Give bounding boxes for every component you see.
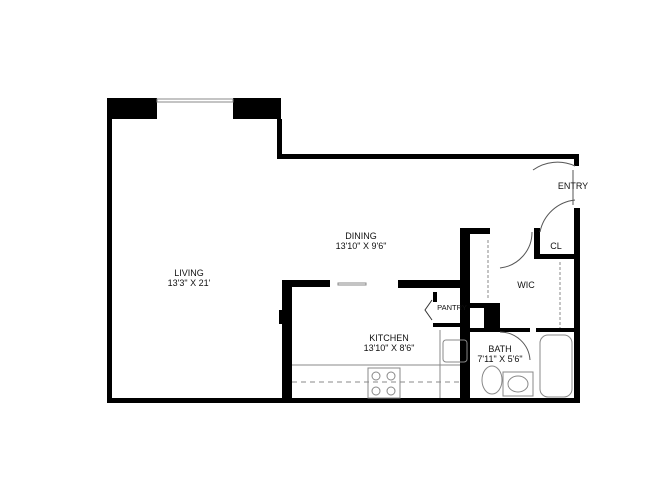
wall-top	[277, 154, 579, 159]
room-size: 13'3" X 21'	[167, 278, 211, 288]
wic-door-swing	[499, 231, 533, 269]
wall-tub-top	[536, 328, 576, 332]
wall-right	[574, 208, 580, 403]
room-dining: DINING 13'10" X 9'6"	[336, 231, 387, 251]
wall-kitchen-top-left	[282, 280, 330, 287]
wall-entry-stub	[574, 154, 579, 166]
pantry-stub	[433, 292, 437, 302]
room-living: LIVING 13'3" X 21'	[168, 268, 211, 288]
bath-door-swing	[499, 331, 531, 361]
wall-cl-left	[534, 228, 540, 258]
toilet	[481, 365, 503, 395]
room-entry: ENTRY	[557, 181, 589, 191]
wall-bath-divider	[470, 328, 530, 332]
pantry-door	[424, 299, 433, 321]
kitchen-sink	[442, 339, 468, 363]
window	[156, 98, 234, 103]
vanity	[502, 371, 534, 397]
fixtures	[156, 98, 576, 399]
wall-bath-top	[470, 303, 500, 308]
wall-kitchen-top-right	[398, 280, 470, 288]
room-kitchen: KITCHEN 13'10" X 8'6"	[364, 333, 415, 353]
bathtub	[539, 334, 573, 398]
room-name: DINING	[345, 231, 377, 241]
wall-pantry	[460, 228, 470, 400]
wall-left	[107, 119, 112, 403]
room-wic: WIC	[517, 280, 535, 290]
entry-door-swing	[532, 161, 576, 171]
wall-cl-bottom	[534, 254, 576, 259]
column	[279, 310, 292, 324]
bath-sink	[507, 375, 529, 393]
stove	[367, 367, 401, 399]
cl-door-swing	[539, 199, 576, 233]
room-bath: BATH 7'11" X 5'6"	[477, 344, 522, 364]
stove-burner	[371, 386, 381, 396]
wall-kitchen-left	[282, 280, 292, 400]
room-name: KITCHEN	[369, 333, 409, 343]
wall-bath-block	[484, 308, 500, 330]
room-cl: CL	[550, 241, 562, 251]
room-pantry: PANTRY	[437, 303, 467, 312]
wall-living-step	[277, 119, 282, 159]
stove-burner	[386, 386, 396, 396]
walls	[107, 98, 580, 403]
room-size: 7'11" X 5'6"	[477, 354, 523, 364]
wall-bottom	[107, 398, 580, 403]
room-name: LIVING	[174, 268, 204, 278]
pocket-door	[337, 282, 367, 286]
room-name: BATH	[488, 344, 512, 354]
wall-wic-top	[460, 228, 490, 234]
pantry-bottom	[433, 323, 460, 327]
room-size: 13'10" X 9'6"	[335, 241, 387, 251]
room-size: 13'10" X 8'6"	[363, 343, 415, 353]
wall-top-left	[107, 98, 157, 119]
stove-burner	[386, 371, 396, 381]
wall-top-right	[233, 98, 281, 119]
stove-burner	[371, 371, 381, 381]
